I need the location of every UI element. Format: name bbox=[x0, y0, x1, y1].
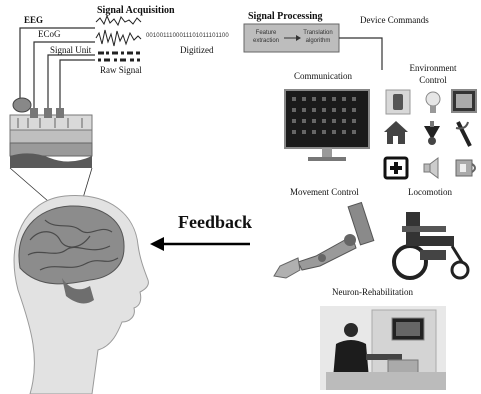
eeg-label: EEG bbox=[24, 15, 44, 25]
raw-signal-label: Raw Signal bbox=[100, 65, 142, 75]
wheelchair bbox=[392, 212, 470, 280]
raw-signal-waveform bbox=[95, 14, 142, 62]
rehabilitation-photo bbox=[320, 306, 446, 390]
environment-icon-grid bbox=[383, 89, 477, 180]
signal-processing-title: Signal Processing bbox=[248, 11, 323, 22]
robotic-arm bbox=[273, 201, 375, 279]
communication-label: Communication bbox=[294, 71, 352, 81]
movement-control-label: Movement Control bbox=[290, 187, 359, 197]
ecog-label: ECoG bbox=[38, 29, 61, 39]
bulb-icon bbox=[425, 91, 441, 113]
knife-icon bbox=[455, 121, 472, 147]
locomotion-label: Locomotion bbox=[408, 187, 452, 197]
communication-monitor bbox=[284, 89, 370, 161]
first-aid-icon bbox=[383, 156, 409, 180]
device-commands-label: Device Commands bbox=[360, 15, 429, 25]
phone-icon bbox=[385, 89, 411, 115]
house-icon bbox=[384, 121, 408, 144]
signal-unit-label: Signal Unit bbox=[50, 45, 92, 55]
feedback-arrow bbox=[150, 237, 250, 251]
cup-icon bbox=[455, 159, 476, 177]
scalp-cross-section bbox=[9, 97, 93, 168]
speaker-icon bbox=[423, 157, 439, 179]
signal-acquisition-title: Signal Acquisition bbox=[97, 5, 175, 16]
electrode-wires bbox=[19, 27, 95, 118]
head-silhouette bbox=[13, 195, 149, 394]
feedback-label: Feedback bbox=[178, 212, 252, 232]
digitized-label: Digitized bbox=[180, 45, 214, 55]
tv-icon bbox=[451, 89, 477, 113]
neuron-rehabilitation-label: Neuron-Rehabilitation bbox=[332, 287, 413, 297]
thermometer-icon bbox=[424, 121, 440, 145]
translation-algorithm-label: Translation algorithm bbox=[303, 30, 333, 44]
bitstream-label: 0010011100011101011101100 bbox=[146, 33, 229, 39]
command-connector bbox=[339, 37, 383, 70]
environment-control-label: Environment Control bbox=[409, 63, 457, 85]
feature-extraction-label: Feature extraction bbox=[252, 30, 279, 44]
